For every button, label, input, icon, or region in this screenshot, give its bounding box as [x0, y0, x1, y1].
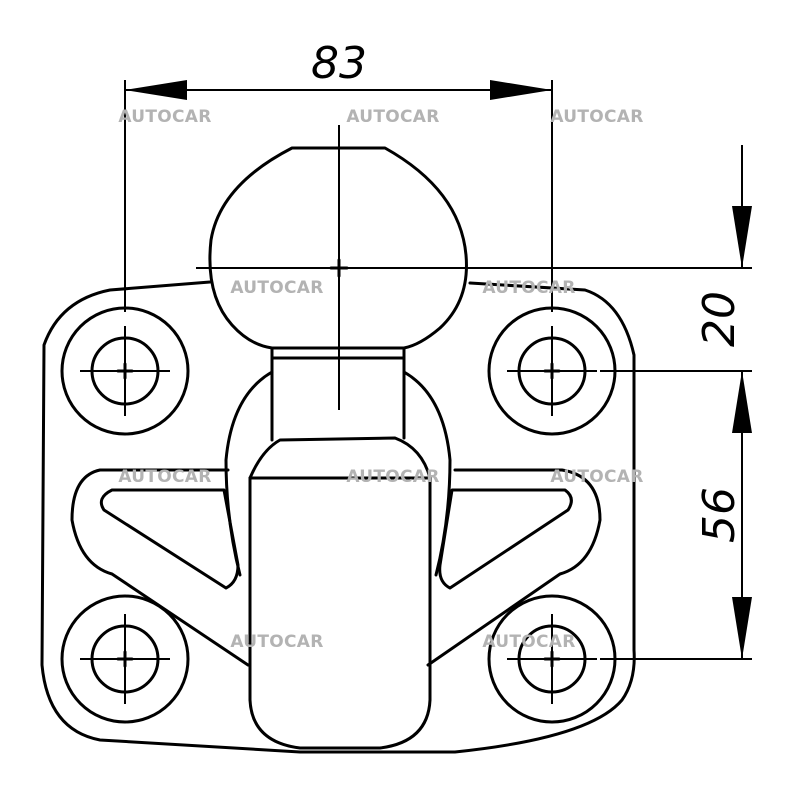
watermark-text: AUTOCAR — [482, 632, 575, 652]
watermarks: AUTOCAR AUTOCAR AUTOCAR AUTOCAR AUTOCAR … — [118, 107, 643, 652]
dimension-label-83: 83 — [311, 38, 367, 89]
dimension-label-56: 56 — [694, 487, 745, 543]
right-triangle-cutout — [426, 468, 602, 667]
dimension-vertical: 20 56 — [466, 145, 752, 660]
watermark-text: AUTOCAR — [230, 278, 323, 298]
watermark-text: AUTOCAR — [118, 107, 211, 127]
watermark-text: AUTOCAR — [230, 632, 323, 652]
watermark-text: AUTOCAR — [346, 467, 439, 487]
dimension-83: 83 — [124, 38, 553, 312]
watermark-text: AUTOCAR — [346, 107, 439, 127]
mounting-plate-outline — [40, 280, 636, 754]
watermark-text: AUTOCAR — [482, 278, 575, 298]
ball-center-lines — [196, 125, 480, 410]
neck-left-flank — [224, 370, 274, 577]
watermark-text: AUTOCAR — [118, 467, 211, 487]
ball-neck — [270, 346, 406, 442]
watermark-text: AUTOCAR — [550, 107, 643, 127]
shank-top — [248, 436, 432, 480]
right-triangle-inner — [438, 488, 573, 590]
shank-body — [248, 476, 432, 750]
neck-right-flank — [402, 370, 452, 577]
hole-center-marks — [80, 326, 597, 704]
tow-ball — [208, 146, 468, 350]
dimension-label-20: 20 — [694, 291, 745, 347]
left-triangle-inner — [99, 488, 240, 590]
watermark-text: AUTOCAR — [550, 467, 643, 487]
left-triangle-cutout — [70, 468, 250, 667]
